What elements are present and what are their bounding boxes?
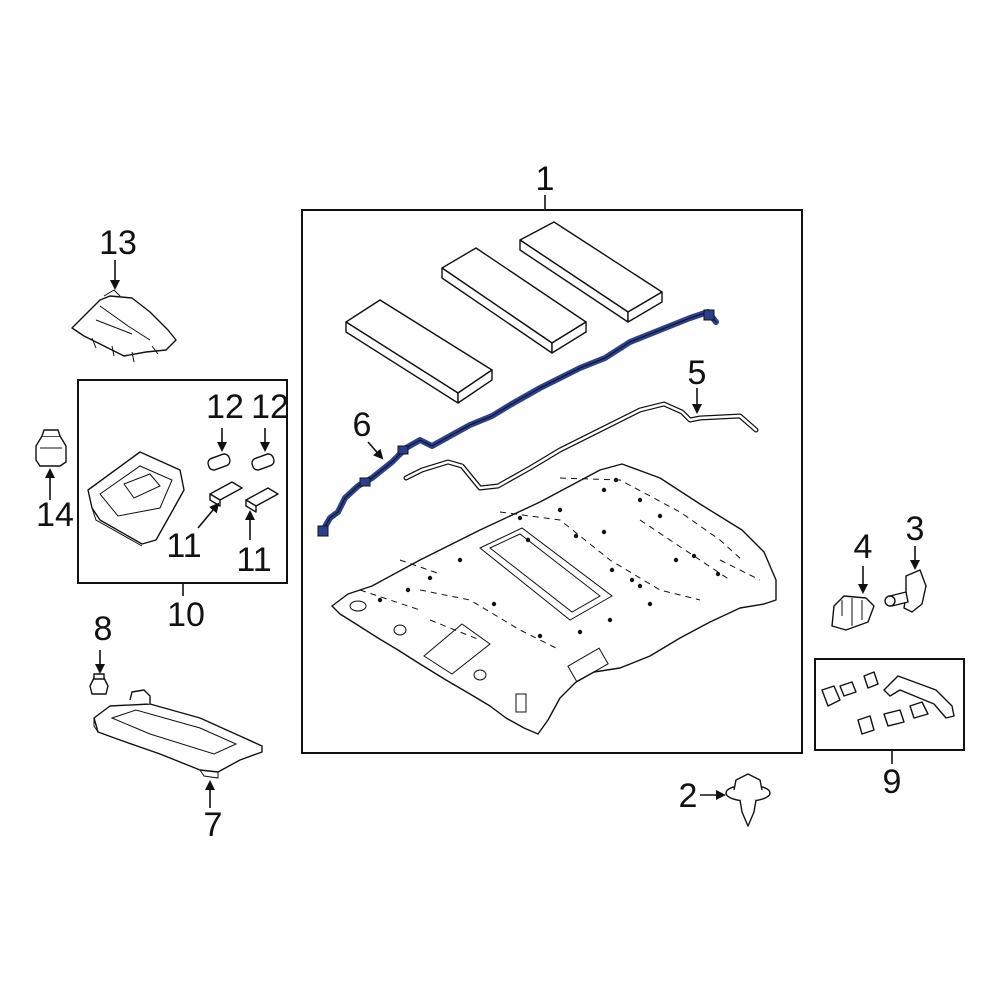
callout-6-arrow <box>367 441 384 460</box>
callout-12b: 12 <box>251 388 289 426</box>
callout-8: 8 <box>94 610 113 648</box>
callout-7: 7 <box>204 806 223 844</box>
callout-4: 4 <box>854 528 873 566</box>
clip-2 <box>725 773 771 827</box>
callout-14: 14 <box>36 496 74 534</box>
callout-13: 13 <box>99 224 137 262</box>
headliner-panel <box>331 463 777 735</box>
sun-visor-7 <box>93 689 263 779</box>
coat-hook-3 <box>884 569 927 613</box>
sound-pad-3 <box>519 221 663 323</box>
console-bracket-13 <box>71 289 177 363</box>
callout-10: 10 <box>167 596 205 634</box>
callout-11a: 11 <box>166 527 201 565</box>
callout-11b: 11 <box>236 541 271 579</box>
bracket-4 <box>831 595 875 631</box>
callout-9: 9 <box>883 763 902 801</box>
callout-11a-arrow <box>197 502 220 529</box>
callout-5: 5 <box>688 354 707 392</box>
sound-pad-2 <box>441 247 587 354</box>
callout-3: 3 <box>906 510 925 548</box>
sound-pad-1 <box>345 299 493 404</box>
visor-clip-8 <box>89 673 109 695</box>
grab-handle-9 <box>821 671 955 735</box>
callout-2: 2 <box>679 777 698 815</box>
lens-11a <box>209 481 243 507</box>
bulb-12a <box>207 453 231 471</box>
harness-5 <box>403 401 759 491</box>
headliner-group-box <box>301 209 803 754</box>
grab-handle-group-box <box>814 658 965 751</box>
lens-11b <box>245 487 279 513</box>
callout-6: 6 <box>353 406 372 444</box>
harness-6 <box>317 309 719 537</box>
callout-12a: 12 <box>206 388 244 426</box>
map-lamp-10 <box>87 451 185 547</box>
callout-1: 1 <box>536 160 555 198</box>
bulb-12b <box>251 453 275 471</box>
switch-14 <box>35 429 67 467</box>
